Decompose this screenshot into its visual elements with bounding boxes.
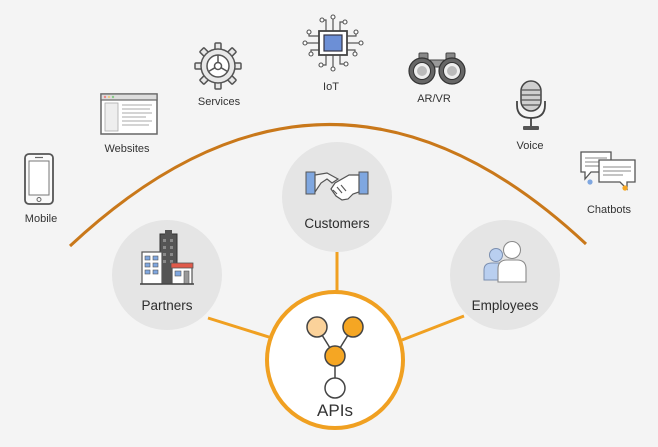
browser-window-icon — [100, 93, 158, 135]
connector-partners — [207, 316, 273, 340]
audience-customers: Customers — [282, 142, 392, 252]
channel-label-mobile: Mobile — [24, 213, 58, 225]
handshake-icon — [305, 171, 369, 201]
chip-icon — [302, 14, 364, 72]
buildings-icon — [140, 230, 194, 285]
api-hub: APIs — [265, 290, 405, 430]
channel-label-chatbots: Chatbots — [586, 204, 632, 216]
channel-label-iot: IoT — [323, 81, 339, 93]
gear-icon — [194, 42, 242, 90]
microphone-icon — [516, 80, 546, 130]
audience-partners: Partners — [112, 220, 222, 330]
connector-employees — [401, 314, 465, 342]
audience-label-employees: Employees — [471, 298, 539, 313]
audience-label-partners: Partners — [141, 298, 193, 313]
smartphone-icon — [24, 153, 54, 205]
channel-label-websites: Websites — [104, 143, 150, 155]
binoculars-icon — [408, 52, 466, 85]
audience-employees: Employees — [450, 220, 560, 330]
chat-bubbles-icon — [580, 151, 636, 191]
channel-label-arvr: AR/VR — [417, 93, 451, 105]
people-icon — [483, 240, 527, 283]
api-graph-icon — [306, 316, 364, 399]
channel-label-services: Services — [197, 96, 241, 108]
audience-label-customers: Customers — [304, 216, 370, 231]
channel-arc — [68, 123, 588, 248]
api-label: APIs — [317, 401, 353, 420]
channel-label-voice: Voice — [516, 140, 544, 152]
